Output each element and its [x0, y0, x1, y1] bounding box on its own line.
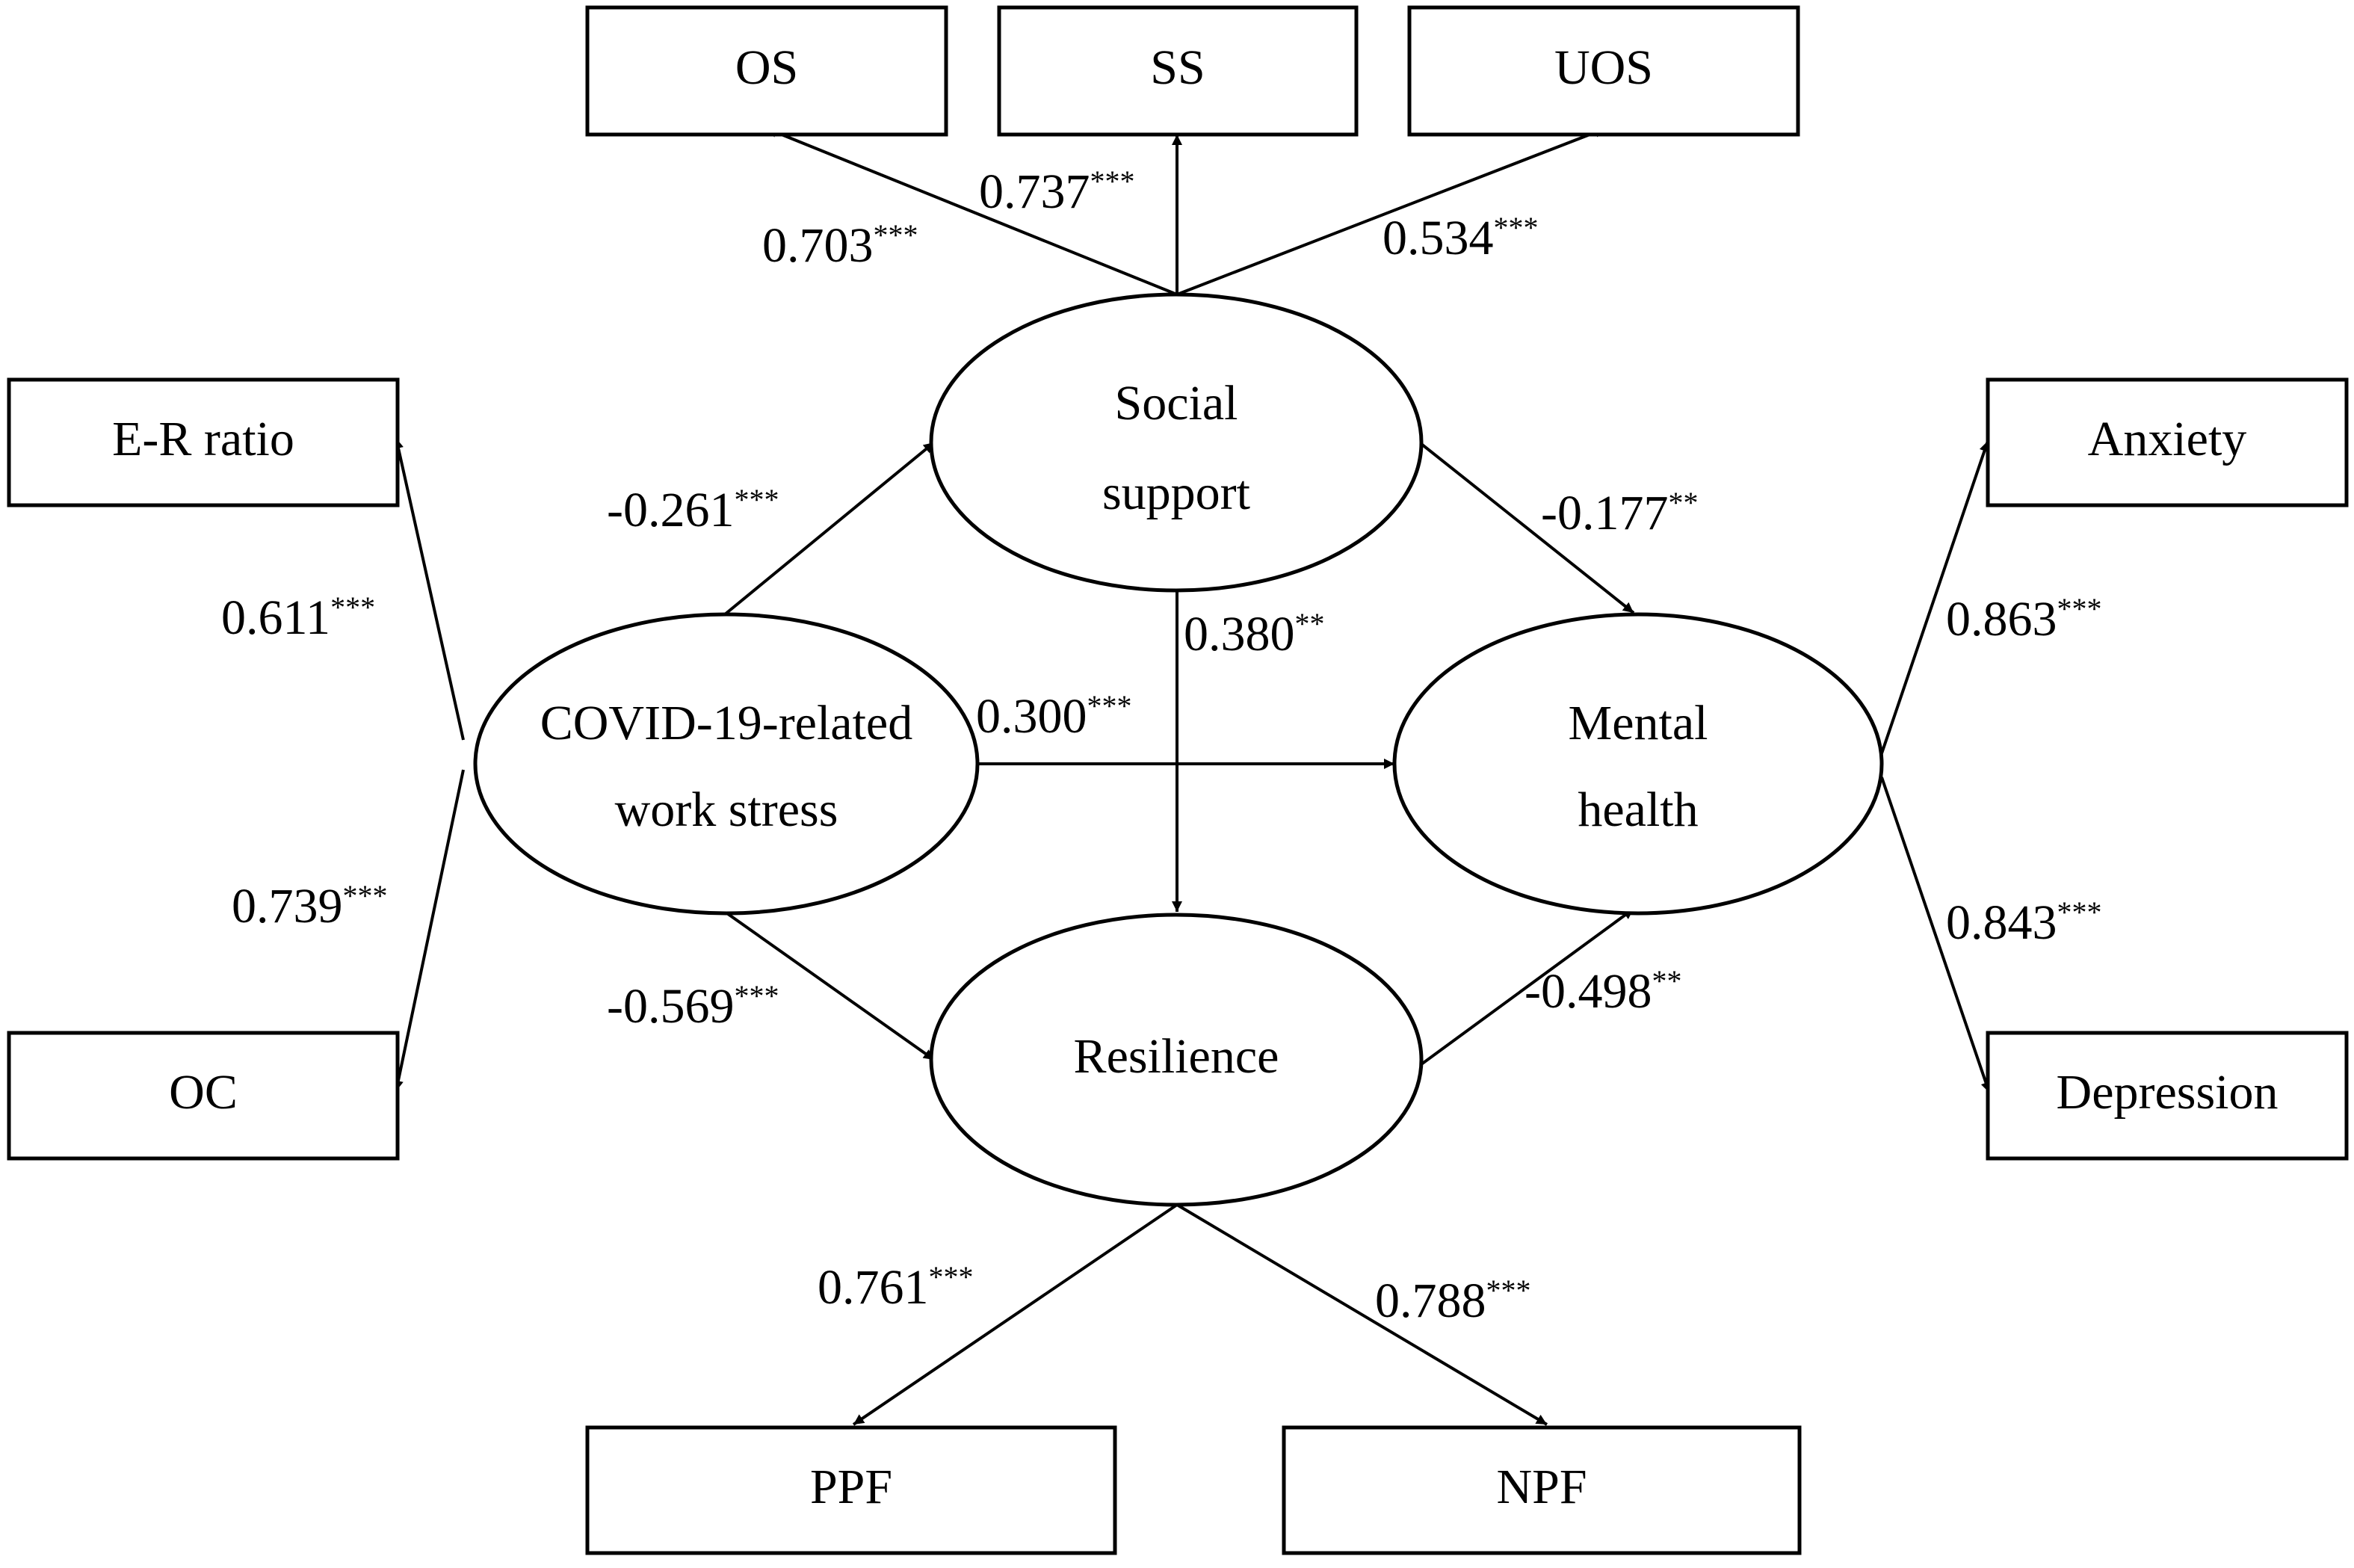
ss-label: SS	[1150, 40, 1205, 95]
observed-anxiety: Anxiety	[1986, 377, 2349, 507]
coef-ss-uos: 0.534***	[1383, 211, 1539, 265]
arrow-resilience-to-npf	[1176, 1203, 1548, 1426]
coef-ss-ss: 0.737***	[979, 164, 1135, 219]
ppf-label: PPF	[810, 1460, 892, 1514]
arrow-social-support-to-mental-health	[1420, 442, 1635, 614]
observed-er-ratio: E-R ratio	[7, 377, 400, 507]
arrow-mental-health-to-anxiety	[1880, 440, 1990, 754]
coef-soc-mh: -0.177**	[1541, 486, 1698, 540]
os-label: OS	[735, 40, 798, 95]
stress-label-line-2: work stress	[615, 783, 838, 837]
observed-os: OS	[585, 5, 948, 137]
coef-res-ppf: 0.761***	[818, 1260, 974, 1315]
observed-oc: OC	[7, 1031, 400, 1161]
coef-ss-os: 0.703***	[762, 218, 918, 273]
arrow-resilience-to-ppf	[852, 1203, 1178, 1426]
arrow-social-support-to-uos	[1176, 127, 1606, 296]
stress-label-line-1: COVID-19-related	[540, 696, 912, 750]
coef-st-res: -0.569***	[607, 979, 779, 1034]
latent-mental-health: Mental health	[1392, 612, 1884, 916]
coef-mh-dep: 0.843***	[1946, 895, 2102, 950]
social-support-label-line-2: support	[1102, 466, 1250, 520]
coef-soc-res: 0.380**	[1184, 607, 1325, 661]
arrow-mental-health-to-depression	[1880, 777, 1992, 1093]
anxiety-label: Anxiety	[2088, 412, 2247, 466]
coef-st-mh: 0.300***	[976, 689, 1132, 744]
coef-res-mh: -0.498**	[1524, 964, 1681, 1019]
observed-ppf: PPF	[585, 1425, 1117, 1555]
observed-npf: NPF	[1282, 1425, 1802, 1555]
social-support-label-line-1: Social	[1115, 376, 1238, 430]
depression-label: Depression	[2057, 1065, 2279, 1120]
arrow-social-support-to-os	[766, 127, 1178, 296]
oc-label: OC	[169, 1065, 238, 1120]
resilience-label: Resilience	[1074, 1029, 1279, 1084]
path-coefficients: 0.703*** 0.737*** 0.534*** 0.611*** 0.73…	[221, 164, 2102, 1328]
coef-mh-anx: 0.863***	[1946, 592, 2102, 646]
npf-label: NPF	[1496, 1460, 1587, 1514]
arrow-stress-to-er-ratio	[393, 437, 465, 741]
observed-uos: UOS	[1407, 5, 1800, 137]
arrow-resilience-to-mental-health	[1420, 907, 1635, 1066]
mental-health-label-line-1: Mental	[1569, 696, 1708, 750]
coef-st-soc: -0.261***	[607, 483, 779, 537]
observed-ss: SS	[997, 5, 1359, 137]
observed-depression: Depression	[1986, 1031, 2349, 1161]
coef-res-npf: 0.788***	[1375, 1274, 1531, 1328]
arrow-stress-to-social-support	[723, 441, 936, 616]
uos-label: UOS	[1554, 40, 1653, 95]
path-arrows	[393, 127, 1992, 1426]
er-ratio-label: E-R ratio	[112, 412, 294, 466]
arrow-stress-to-oc	[393, 769, 465, 1092]
latent-stress: COVID-19-related work stress	[473, 612, 980, 916]
mental-health-label-line-2: health	[1578, 783, 1698, 837]
coef-st-er: 0.611***	[221, 590, 375, 645]
latent-resilience: Resilience	[929, 913, 1424, 1207]
coef-st-oc: 0.739***	[232, 879, 388, 933]
arrow-stress-to-resilience	[723, 910, 936, 1061]
latent-social-support: Social support	[929, 292, 1424, 593]
